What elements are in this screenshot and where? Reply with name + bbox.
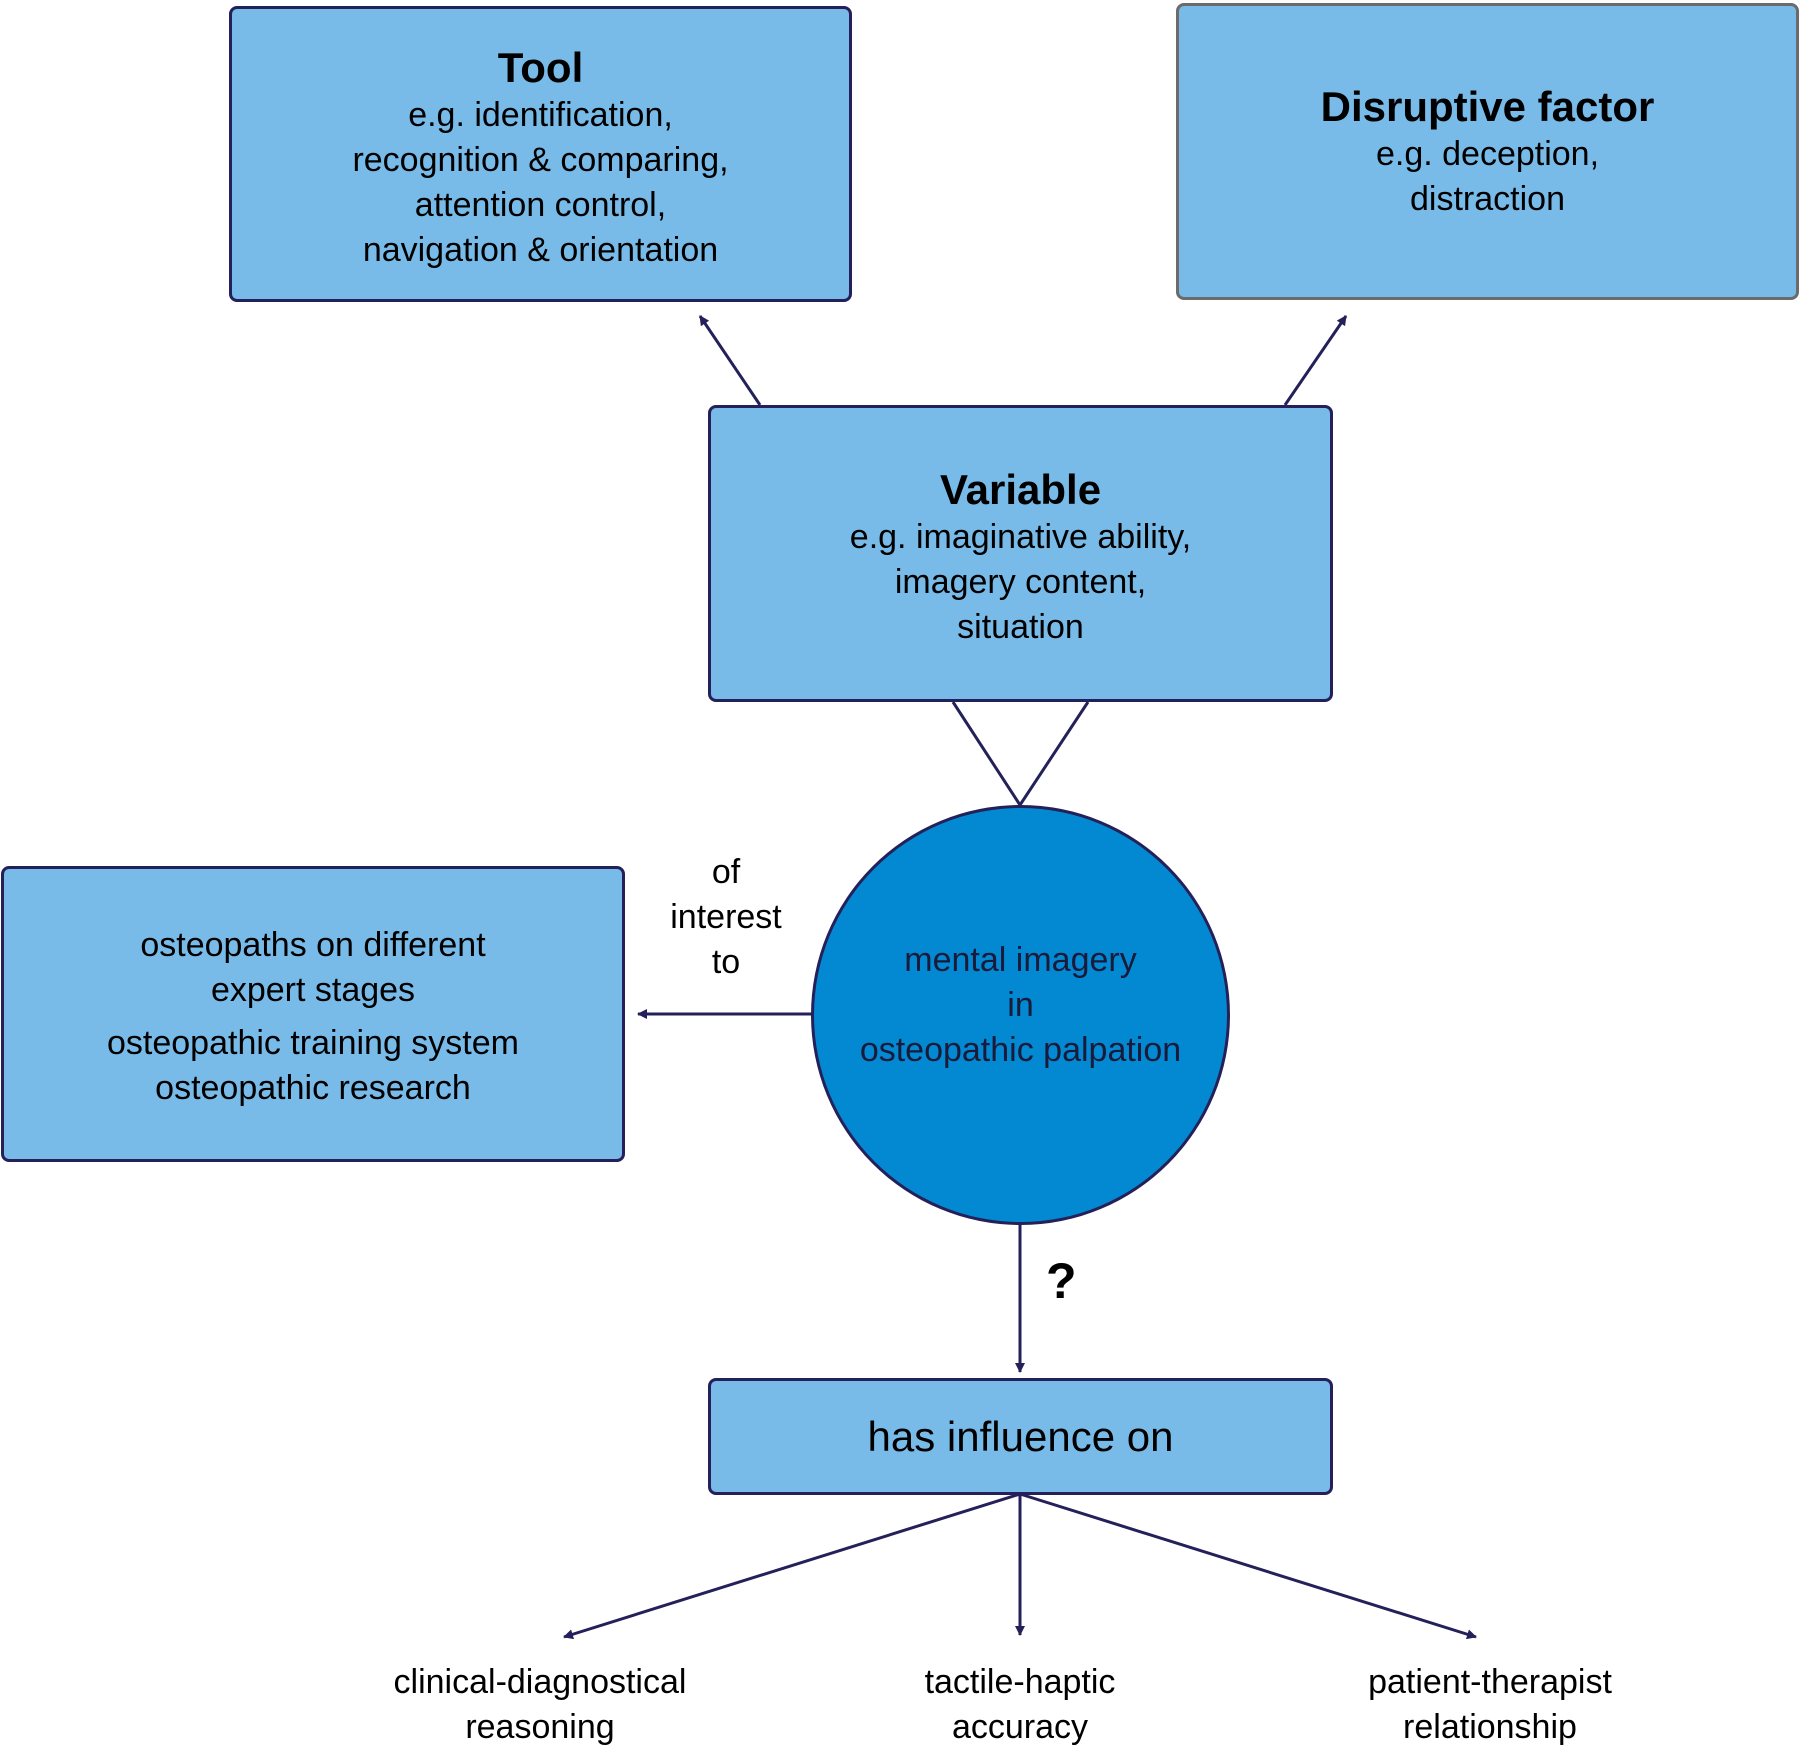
tool-line: e.g. identification, — [408, 96, 673, 134]
outcome-line: relationship — [1403, 1708, 1577, 1746]
stakeholders-box: osteopaths on different expert stages os… — [1, 866, 625, 1162]
outcome-tactile-haptic-accuracy: tactile-haptic accuracy — [850, 1660, 1190, 1750]
arrow-variable-to-tool — [698, 315, 762, 406]
circle-line: in — [1007, 985, 1034, 1024]
variable-title: Variable — [939, 466, 1102, 513]
disruptive-factor-title: Disruptive factor — [1320, 83, 1655, 130]
tool-line: attention control, — [414, 186, 667, 224]
outcome-patient-therapist-relationship: patient-therapist relationship — [1320, 1660, 1660, 1750]
outcome-line: patient-therapist — [1368, 1663, 1612, 1701]
outcome-line: clinical-diagnostical — [393, 1663, 687, 1701]
of-interest-to-line: of — [711, 853, 741, 891]
arrow-variable-to-disruptive — [1283, 315, 1348, 406]
has-influence-on-box: has influence on — [708, 1378, 1333, 1495]
disruptive-factor-line: distraction — [1410, 180, 1565, 218]
outcome-line: tactile-haptic — [924, 1663, 1116, 1701]
disruptive-factor-box: Disruptive factor e.g. deception, distra… — [1176, 3, 1799, 300]
tool-line: recognition & comparing, — [352, 141, 729, 179]
outcome-line: accuracy — [951, 1708, 1089, 1746]
mental-imagery-circle: mental imagery in osteopathic palpation — [811, 805, 1230, 1225]
of-interest-to-line: interest — [670, 898, 782, 936]
tool-title: Tool — [497, 44, 584, 91]
has-influence-on-label: has influence on — [867, 1412, 1174, 1460]
stakeholders-line: osteopaths on different — [140, 926, 486, 964]
outcome-line: reasoning — [465, 1708, 615, 1746]
variable-line: imagery content, — [894, 563, 1147, 601]
arrow-influence-to-relationship — [1019, 1492, 1477, 1640]
question-mark: ? — [1046, 1253, 1077, 1309]
variable-box: Variable e.g. imaginative ability, image… — [708, 405, 1333, 702]
tool-line: navigation & orientation — [362, 231, 719, 269]
arrow-influence-to-reasoning — [563, 1492, 1021, 1640]
variable-line: situation — [957, 608, 1084, 646]
tool-box: Tool e.g. identification, recognition & … — [229, 6, 852, 302]
variable-line: e.g. imaginative ability, — [849, 518, 1192, 556]
connector-variable-to-circle — [951, 701, 1090, 808]
stakeholders-line: osteopathic research — [155, 1069, 471, 1107]
of-interest-to-label: of interest to — [650, 850, 802, 985]
stakeholders-line: osteopathic training system — [107, 1024, 519, 1062]
circle-line: osteopathic palpation — [859, 1030, 1182, 1069]
stakeholders-line: expert stages — [210, 971, 416, 1009]
circle-line: mental imagery — [904, 940, 1137, 979]
of-interest-to-line: to — [711, 943, 741, 981]
disruptive-factor-line: e.g. deception, — [1375, 135, 1600, 173]
outcome-clinical-diagnostical-reasoning: clinical-diagnostical reasoning — [340, 1660, 740, 1750]
